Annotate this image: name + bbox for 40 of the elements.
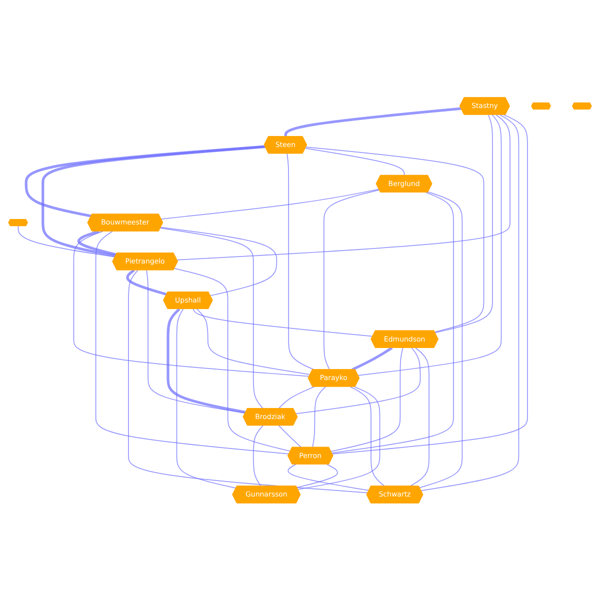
connector: [419, 191, 463, 488]
connector: [196, 308, 311, 375]
connector: [73, 230, 310, 377]
connector: [176, 308, 236, 488]
connector: [42, 145, 266, 257]
connector: [312, 386, 326, 448]
connector: [192, 308, 374, 336]
connector: [358, 114, 502, 376]
connector: [95, 230, 290, 454]
connector: [304, 148, 405, 176]
connector: [128, 269, 368, 493]
connector: [350, 386, 385, 486]
connector: [166, 308, 246, 414]
connector: [174, 268, 291, 452]
connector: [160, 188, 380, 220]
connector: [284, 106, 462, 136]
connector: [252, 424, 264, 486]
connector: [18, 225, 116, 258]
connector: [306, 146, 484, 332]
connector: [330, 347, 404, 452]
connector: [176, 114, 510, 260]
connector: [278, 424, 302, 448]
connector: [146, 269, 246, 414]
connector: [160, 227, 264, 409]
connector: [286, 152, 315, 370]
connector: [352, 346, 393, 371]
connector: [331, 192, 454, 454]
connector: [278, 386, 315, 409]
connector: [420, 114, 520, 491]
connector: [160, 226, 278, 296]
connector: [297, 386, 380, 490]
connector: [434, 114, 493, 333]
connector: [78, 230, 116, 256]
connector: [126, 268, 167, 296]
connector: [288, 464, 370, 491]
connector: [410, 347, 430, 486]
connector: [323, 189, 380, 370]
connector: [296, 464, 338, 488]
connector: [332, 114, 528, 454]
connector: [295, 347, 421, 414]
